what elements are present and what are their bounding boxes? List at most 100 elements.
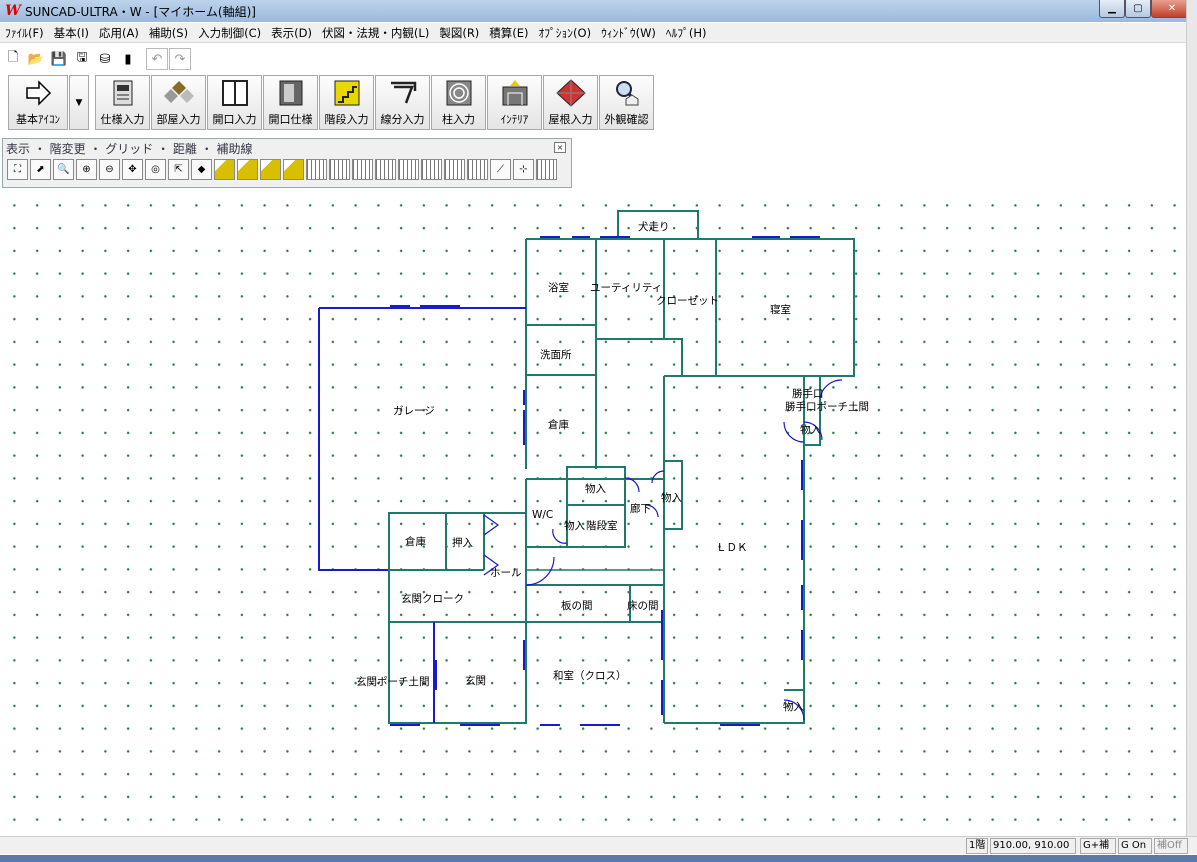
room-label: 物入	[564, 519, 585, 532]
floor-down-icon[interactable]	[237, 159, 258, 180]
roof-input-label: 屋根入力	[548, 113, 593, 126]
stairs-input-button[interactable]: 階段入力	[319, 75, 374, 130]
exit-door-icon[interactable]: ▮	[124, 51, 132, 67]
save-icon[interactable]: 💾	[50, 51, 68, 67]
status-coords: 910.00, 910.00	[990, 838, 1076, 854]
menu-input-control[interactable]: 入力制御(C)	[198, 25, 262, 40]
room-label: 洗面所	[540, 349, 572, 361]
chevron-down-icon[interactable]: ▼	[69, 75, 89, 130]
display-palette: 表示 ・ 階変更 ・ グリッド ・ 距離 ・ 補助線 × ⛶ ⬈ 🔍 ⊕ ⊖ ✥…	[2, 138, 572, 188]
floor-up-icon[interactable]	[214, 159, 235, 180]
previous-view-icon[interactable]: ⇱	[168, 159, 189, 180]
opening-spec-button[interactable]: 開口仕様	[263, 75, 318, 130]
room-label: 倉庫	[405, 535, 426, 548]
window-opening-icon	[221, 80, 248, 106]
room-label: ＬＤＫ	[716, 542, 748, 554]
database-icon[interactable]: ⛁	[99, 51, 111, 67]
new-file-icon[interactable]: 🗋	[7, 50, 19, 65]
menu-basic[interactable]: 基本(I)	[53, 25, 89, 40]
grid-303-icon[interactable]	[352, 159, 373, 180]
exterior-check-icon	[615, 81, 638, 106]
grid-455-icon[interactable]	[329, 159, 350, 180]
open-folder-icon[interactable]: 📂	[27, 51, 45, 67]
grid-custom-icon[interactable]	[421, 159, 442, 180]
save-all-icon[interactable]: 🖫	[76, 50, 88, 65]
basic-icon-button[interactable]: 基本ｱｲｺﾝ	[8, 75, 68, 130]
menu-window[interactable]: ｳｨﾝﾄﾞｳ(W)	[601, 25, 656, 40]
maximize-button[interactable]: ▢	[1125, 0, 1151, 18]
status-aux[interactable]: 補Off	[1154, 838, 1188, 854]
room-label: 廊下	[630, 502, 651, 515]
room-labels: 犬走り 浴室 ユーティリティ クローゼット 寝室 洗面所 ガレージ 倉庫 勝手口…	[356, 220, 869, 713]
room-label: 階段室	[586, 519, 618, 532]
pillar-input-label: 柱入力	[442, 113, 475, 126]
room-label: 物入	[661, 491, 682, 504]
palette-header[interactable]: 表示 ・ 階変更 ・ グリッド ・ 距離 ・ 補助線 ×	[3, 139, 571, 157]
title-bar: W SUNCAD-ULTRA・W - [マイホーム(軸組)] ▁ ▢ ✕	[0, 0, 1197, 22]
room-label: 物入	[783, 700, 804, 713]
grid-toggle-icon[interactable]	[467, 159, 488, 180]
menu-drafting[interactable]: 製図(R)	[439, 25, 480, 40]
status-grid[interactable]: G On	[1118, 838, 1152, 854]
spec-input-button[interactable]: 仕様入力	[95, 75, 150, 130]
room-tiles-icon	[163, 81, 194, 103]
room-label: ガレージ	[393, 405, 435, 417]
floor-copy-icon[interactable]	[260, 159, 281, 180]
roof-input-button[interactable]: 屋根入力	[543, 75, 598, 130]
grid-fine-icon[interactable]	[444, 159, 465, 180]
exterior-check-button[interactable]: 外観確認	[599, 75, 654, 130]
status-snap[interactable]: G+補	[1080, 838, 1116, 854]
basic-icon-label: 基本ｱｲｺﾝ	[16, 113, 60, 126]
floor-plan[interactable]: 犬走り 浴室 ユーティリティ クローゼット 寝室 洗面所 ガレージ 倉庫 勝手口…	[0, 190, 1186, 836]
menu-plan-law-interior[interactable]: 伏図・法規・内観(L)	[321, 25, 430, 40]
pillar-icon	[446, 80, 471, 106]
close-icon[interactable]: ×	[554, 142, 566, 153]
status-bar: 1階 910.00, 910.00 G+補 G On 補Off	[0, 836, 1197, 854]
plan-door-swings	[483, 379, 843, 721]
pan-icon[interactable]: ✥	[122, 159, 143, 180]
redo-icon[interactable]: ↷	[169, 48, 191, 70]
redraw-icon[interactable]: ◎	[145, 159, 166, 180]
grid-500-icon[interactable]	[398, 159, 419, 180]
distance-icon[interactable]: ⟋	[490, 159, 511, 180]
opening-input-button[interactable]: 開口入力	[207, 75, 262, 130]
menu-help[interactable]: ﾍﾙﾌﾟ(H)	[665, 25, 707, 40]
room-label: 寝室	[770, 303, 791, 316]
room-label: 床の間	[627, 599, 659, 612]
spec-input-label: 仕様入力	[100, 113, 145, 126]
roof-icon	[555, 79, 586, 107]
zoom-fit-icon[interactable]: ⛶	[7, 159, 28, 180]
drawing-canvas[interactable]: 犬走り 浴室 ユーティリティ クローゼット 寝室 洗面所 ガレージ 倉庫 勝手口…	[0, 190, 1186, 836]
zoom-in-icon[interactable]: ⊕	[76, 159, 97, 180]
zoom-out-icon[interactable]: ⊖	[99, 159, 120, 180]
pillar-input-button[interactable]: 柱入力	[431, 75, 486, 130]
floor-change-icon[interactable]	[283, 159, 304, 180]
view-3d-icon[interactable]: ◆	[191, 159, 212, 180]
line-input-label: 線分入力	[380, 113, 425, 126]
exterior-check-label: 外観確認	[604, 113, 649, 126]
zoom-area-icon[interactable]: 🔍	[53, 159, 74, 180]
minimize-button[interactable]: ▁	[1099, 0, 1125, 18]
zoom-window-icon[interactable]: ⬈	[30, 159, 51, 180]
spec-sheet-icon	[113, 80, 132, 106]
aux-grid-icon[interactable]	[536, 159, 557, 180]
interior-button[interactable]: ｲﾝﾃﾘｱ	[487, 75, 542, 130]
line-input-button[interactable]: 線分入力	[375, 75, 430, 130]
menu-estimate[interactable]: 積算(E)	[489, 25, 529, 40]
grid-1000-icon[interactable]	[375, 159, 396, 180]
room-input-button[interactable]: 部屋入力	[151, 75, 206, 130]
vertical-scrollbar[interactable]	[1186, 0, 1197, 836]
menu-support[interactable]: 補助(S)	[148, 25, 189, 40]
menu-options[interactable]: ｵﾌﾟｼｮﾝ(O)	[538, 25, 592, 40]
room-label: 押入	[452, 536, 473, 549]
door-spec-icon	[279, 80, 302, 106]
menu-file[interactable]: ﾌｧｲﾙ(F)	[5, 25, 44, 40]
menu-bar: ﾌｧｲﾙ(F) 基本(I) 応用(A) 補助(S) 入力制御(C) 表示(D) …	[0, 23, 1197, 43]
undo-icon[interactable]: ↶	[146, 48, 168, 70]
menu-apply[interactable]: 応用(A)	[98, 25, 139, 40]
aux-line-icon[interactable]: ⊹	[513, 159, 534, 180]
room-label: 勝手口	[792, 387, 824, 400]
grid-910-icon[interactable]	[306, 159, 327, 180]
taskbar	[0, 855, 1197, 862]
menu-display[interactable]: 表示(D)	[271, 25, 312, 40]
